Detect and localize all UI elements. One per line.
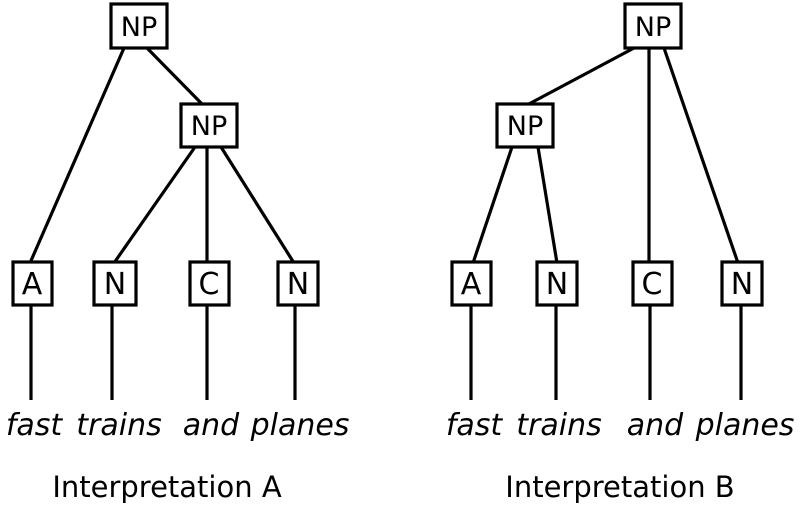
tree-a-inner-np-label: NP	[191, 111, 227, 142]
tree-a-leaf-a-box	[11, 260, 54, 307]
tree-a-root-np-label: NP	[121, 12, 157, 43]
tree-b-inner-np-label: NP	[507, 111, 543, 142]
tree-a-leaf-n2-box	[276, 260, 320, 307]
tree-b-leaf-n2-box	[720, 260, 764, 307]
tree-b-word-fast: fast	[446, 408, 504, 443]
tree-a-leaf-n1-box	[92, 260, 138, 307]
tree-a-leaf-n2-label: N	[287, 267, 309, 302]
tree-a-edge-inner-to-n2	[219, 146, 296, 264]
tree-a-leaf-c-label: C	[199, 267, 220, 302]
tree-b-leaf-c-box	[631, 260, 674, 307]
tree-a-edge-inner-to-n1	[112, 146, 197, 264]
tree-b-word-and: and	[627, 408, 684, 443]
tree-a-root-np-box	[109, 2, 169, 50]
tree-b-leaf-n1-box	[535, 260, 579, 307]
tree-a-inner-np-box	[179, 102, 239, 149]
tree-a-leaf-n1-label: N	[104, 267, 126, 302]
tree-a-word-fast: fast	[6, 408, 64, 443]
tree-b-edge-root-to-n2	[662, 47, 740, 264]
tree-a-edge-root-to-a	[28, 47, 126, 264]
tree-b-edge-root-to-inner-np	[526, 46, 635, 107]
tree-b-edge-inner-to-a	[471, 146, 514, 264]
tree-b-leaf-n1-label: N	[546, 267, 568, 302]
tree-a-leaf-c-box	[188, 260, 231, 307]
tree-b-leaf-a-label: A	[461, 267, 482, 302]
tree-b-edge-inner-to-n1	[536, 146, 559, 264]
tree-b-root-np-label: NP	[635, 12, 671, 43]
tree-b-inner-np-box	[495, 102, 555, 149]
tree-b-word-planes: planes	[695, 408, 795, 443]
tree-a: NP NP A N C N fast trains and planes Int…	[6, 2, 350, 504]
tree-a-leaf-a-label: A	[22, 267, 43, 302]
tree-b-leaf-a-box	[450, 260, 493, 307]
tree-b-leaf-n2-label: N	[731, 267, 753, 302]
tree-a-edge-root-to-inner-np	[145, 46, 205, 107]
tree-b-leaf-c-label: C	[642, 267, 663, 302]
tree-a-word-and: and	[183, 408, 240, 443]
tree-b-word-trains: trains	[516, 408, 601, 443]
tree-a-caption: Interpretation A	[52, 470, 282, 504]
tree-b-root-np-box	[623, 2, 683, 50]
tree-a-word-planes: planes	[250, 408, 350, 443]
tree-b-caption: Interpretation B	[505, 470, 734, 504]
tree-a-word-trains: trains	[76, 408, 161, 443]
tree-b: NP NP A N C N fast trains and planes Int…	[446, 2, 795, 504]
